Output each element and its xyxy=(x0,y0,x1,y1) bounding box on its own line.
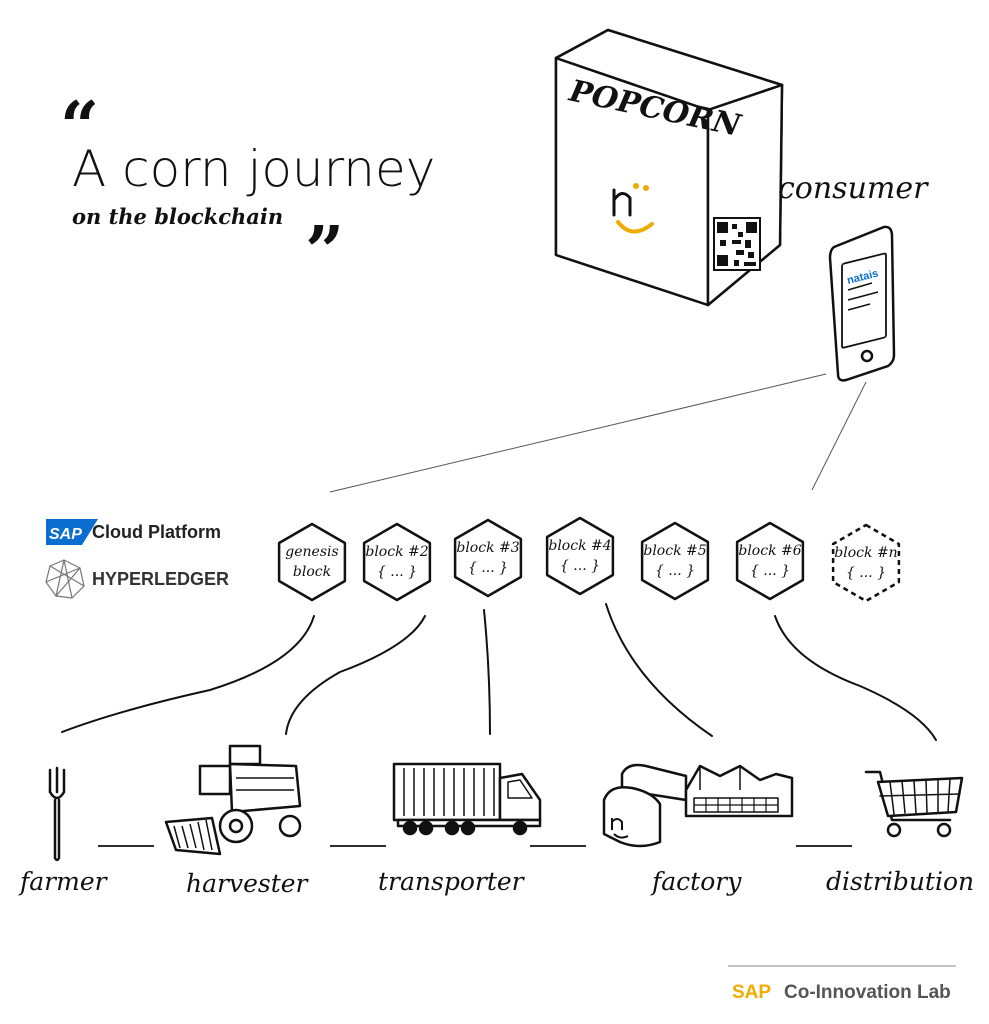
block-hexagon-shape xyxy=(735,521,805,601)
block-hexagon-shape xyxy=(545,516,615,596)
block-chain: genesis block block #2 { ... } block #3 { ...… xyxy=(277,516,901,603)
smartphone-icon xyxy=(828,225,896,382)
block-title: genesis xyxy=(285,544,338,560)
sap-cloud-platform-logo: SAP Cloud Platform xyxy=(46,519,221,545)
block-hexagon-3: block #3 { ... } xyxy=(453,518,523,598)
block-content: { ... } xyxy=(560,558,600,574)
stage-label-farmer: farmer xyxy=(18,867,109,896)
close-quote-mark: ” xyxy=(305,212,344,292)
phone-link-left xyxy=(329,373,827,493)
stage-label-factory: factory xyxy=(650,867,742,896)
qr-code-icon xyxy=(713,217,761,271)
consumer-label: consumer xyxy=(778,171,929,206)
page-title: A corn journey xyxy=(72,140,435,198)
block-title: block #4 xyxy=(548,538,611,554)
block-content: { ... } xyxy=(377,564,417,580)
sap-cloud-platform-text: Cloud Platform xyxy=(92,522,221,542)
truck-icon xyxy=(392,762,542,836)
fork-icon xyxy=(48,766,66,862)
nature-logo-icon xyxy=(612,183,654,234)
block-title: block #3 xyxy=(456,540,519,556)
block-content: { ... } xyxy=(468,560,508,576)
hyperledger-icon xyxy=(45,559,85,599)
link-genesis-farmer xyxy=(61,615,315,733)
footer-sap: SAP xyxy=(732,982,771,1003)
block-content: { ... } xyxy=(655,563,695,579)
block-title: block #6 xyxy=(738,543,801,559)
block-hexagon-6: block #6 { ... } xyxy=(735,521,805,601)
link-block4-factory xyxy=(605,603,713,737)
block-hexagon-2: block #2 { ... } xyxy=(362,522,432,602)
block-hexagon-shape xyxy=(640,521,710,601)
combine-harvester-icon xyxy=(164,744,302,856)
block-hexagon-shape xyxy=(453,518,523,598)
shopping-cart-icon xyxy=(864,770,964,838)
stage-label-distribution: distribution xyxy=(826,867,974,896)
link-block2-harvester xyxy=(285,615,426,735)
sap-logo-text: SAP xyxy=(49,526,82,543)
link-block6-distribution xyxy=(774,615,937,741)
sap-logo-badge xyxy=(46,519,98,545)
page-subtitle: on the blockchain xyxy=(72,204,283,229)
factory-icon xyxy=(602,763,794,848)
block-hexagon-1: genesis block xyxy=(277,522,347,602)
block-to-stage-links xyxy=(61,603,937,741)
stage-labels: farmer harvester transporter factory dis… xyxy=(18,867,974,898)
block-content: { ... } xyxy=(846,565,886,581)
block-title: block #2 xyxy=(365,544,428,560)
hyperledger-logo: HYPERLEDGER xyxy=(45,559,229,599)
block-hexagon-4: block #4 { ... } xyxy=(545,516,615,596)
block-content: block xyxy=(293,564,331,580)
block-hexagon-5: block #5 { ... } xyxy=(640,521,710,601)
block-content: { ... } xyxy=(750,563,790,579)
block-title: block #5 xyxy=(643,543,706,559)
block-title: block #n xyxy=(834,545,897,561)
block-hexagon-7: block #n { ... } xyxy=(831,523,901,603)
link-block3-transporter xyxy=(483,609,491,735)
quote-title: “ A corn journey on the blockchain ” xyxy=(60,87,435,292)
block-hexagon-shape xyxy=(362,522,432,602)
stage-label-harvester: harvester xyxy=(186,869,310,898)
block-hexagon-shape xyxy=(277,522,347,602)
open-quote-mark: “ xyxy=(60,87,99,167)
block-hexagon-shape xyxy=(831,523,901,603)
phone-link-right xyxy=(811,381,867,491)
footer-lab: Co-Innovation Lab xyxy=(784,982,951,1003)
hyperledger-text: HYPERLEDGER xyxy=(92,569,229,589)
stage-label-transporter: transporter xyxy=(378,867,526,896)
